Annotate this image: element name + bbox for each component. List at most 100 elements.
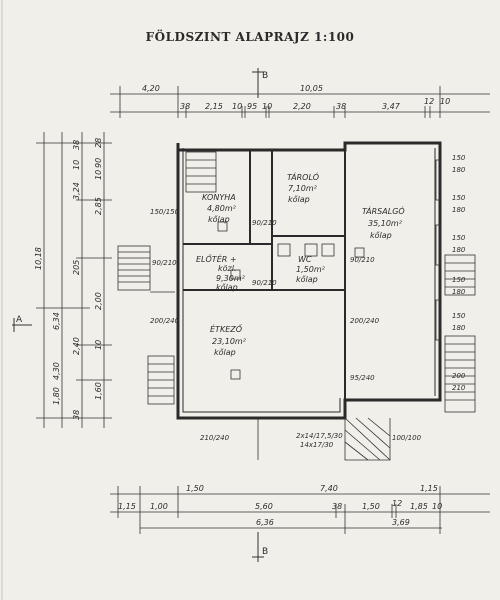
room-name2-eloter: közl. — [218, 264, 237, 273]
dim-top-7: 38 — [336, 102, 346, 111]
dim-left-a-1: 38 — [72, 140, 81, 150]
room-area-eloter: 9,30m² — [216, 274, 246, 283]
dim-bottom-1: 1,15 — [118, 502, 136, 511]
opening-6: 200/240 — [350, 317, 380, 325]
dim-right-8: 180 — [452, 288, 466, 296]
opening-5: 90/210 — [152, 259, 177, 267]
room-area-tarsalgo: 35,10m² — [368, 219, 403, 228]
dim-right-11: 200 — [452, 372, 466, 380]
dim-right-9: 150 — [452, 312, 466, 320]
kitchen-stair — [185, 151, 217, 193]
dim-right-10: 180 — [452, 324, 466, 332]
room-floor-wc: kőlap — [296, 275, 318, 284]
exterior-walls — [176, 141, 442, 420]
dim-top-5: 10 — [262, 102, 272, 111]
opening-4: 90/210 — [350, 256, 375, 264]
dim-top-6: 2,20 — [293, 102, 311, 111]
room-name-tarsalgo: TÁRSALGÓ — [362, 205, 405, 216]
room-area-tarolo: 7,10m² — [288, 184, 318, 193]
dim-bottom-7: 1,85 — [410, 502, 428, 511]
dim-top-4: 95 — [247, 102, 257, 111]
dim-bottom-6: 12 — [392, 499, 402, 508]
dim-left-mid-3: 1,80 — [52, 387, 61, 405]
opening-1: 150/150 — [150, 208, 180, 216]
dim-bottom-overall-2: 7,40 — [320, 484, 338, 493]
right-wall-windows — [435, 159, 441, 341]
dim-top-overall-2: 10,05 — [300, 84, 323, 93]
dim-left-b-2: 90 — [94, 158, 103, 168]
opening-3: 90/210 — [252, 279, 277, 287]
dim-left-a-2: 10 — [72, 160, 81, 170]
dim-left-a-6: 38 — [72, 410, 81, 420]
dim-left-b-4: 2,85 — [94, 197, 103, 215]
room-name-wc: WC — [298, 255, 312, 264]
dim-right-7: 150 — [452, 276, 466, 284]
dim-bottom-5: 1,50 — [362, 502, 380, 511]
stair-note-1: 2x14/17,5/30 — [296, 432, 343, 440]
bottom-dimension-chain — [110, 486, 490, 534]
wc-fixtures — [277, 243, 335, 257]
section-marker-bottom: B — [252, 532, 268, 562]
dim-left-b-6: 10 — [94, 340, 103, 350]
dim-right-3: 150 — [452, 194, 466, 202]
dim-top-overall-1: 4,20 — [142, 84, 160, 93]
dim-left-b-3: 10 — [94, 170, 103, 180]
dim-left-b-5: 2,00 — [94, 292, 103, 310]
dim-right-1: 150 — [452, 154, 466, 162]
opening-9: 210/240 — [200, 434, 230, 442]
dim-right-5: 150 — [452, 234, 466, 242]
bottom-spiral-stair — [257, 417, 391, 461]
room-name-eloter: ELŐTÉR + — [196, 253, 237, 264]
dim-bottom-total-1: 6,36 — [256, 518, 274, 527]
dim-top-8: 3,47 — [382, 102, 401, 111]
room-floor-tarsalgo: kőlap — [370, 231, 392, 240]
dim-right-12: 210 — [452, 384, 466, 392]
dim-top-9: 12 — [424, 97, 434, 106]
room-name-etkezo: ÉTKEZŐ — [210, 323, 243, 334]
dim-left-mid-2: 4,30 — [52, 362, 61, 380]
dim-bottom-3: 5,60 — [255, 502, 273, 511]
dim-left-a-5: 2,40 — [72, 337, 81, 355]
section-label-top: B — [262, 71, 268, 81]
section-marker-left: A — [12, 315, 32, 332]
dim-bottom-overall-1: 1,50 — [186, 484, 204, 493]
opening-8: 95/240 — [350, 374, 375, 382]
dim-left-a-3: 3,24 — [72, 182, 81, 200]
dim-left-b-7: 1,60 — [94, 382, 103, 400]
dim-right-4: 180 — [452, 206, 466, 214]
dim-top-1: 38 — [180, 102, 190, 111]
dim-bottom-total-2: 3,69 — [392, 518, 410, 527]
opening-10: 100/100 — [392, 434, 422, 442]
room-floor-etkezo: kőlap — [214, 348, 236, 357]
section-marker-top: B — [252, 68, 268, 98]
room-floor-konyha: kőlap — [208, 215, 230, 224]
dim-top-3: 10 — [232, 102, 242, 111]
section-label-left: A — [16, 315, 23, 325]
dim-bottom-2: 1,00 — [150, 502, 168, 511]
room-floor-tarolo: kőlap — [288, 195, 310, 204]
right-entry-stair — [444, 254, 476, 413]
dim-bottom-4: 38 — [332, 502, 342, 511]
dim-left-mid-1: 6,34 — [52, 312, 61, 330]
dim-bottom-8: 10 — [432, 502, 442, 511]
page-title: FÖLDSZINT ALAPRAJZ 1:100 — [145, 30, 355, 44]
dim-top-10: 10 — [440, 97, 450, 106]
room-area-wc: 1,50m² — [296, 265, 326, 274]
dim-bottom-overall-3: 1,15 — [420, 484, 438, 493]
section-label-bottom: B — [262, 547, 268, 557]
dim-left-a-4: 205 — [72, 260, 81, 275]
room-name-konyha: KONYHA — [202, 193, 236, 202]
room-area-etkezo: 23,10m² — [212, 337, 247, 346]
dim-left-b-1: 28 — [94, 138, 103, 148]
stair-note-2: 14x17/30 — [300, 441, 334, 449]
top-dimension-chain — [110, 86, 490, 118]
room-floor-eloter: kőlap — [216, 283, 238, 292]
left-dimension-chain — [36, 132, 112, 428]
interior-walls — [183, 150, 346, 400]
room-area-konyha: 4,80m² — [207, 204, 237, 213]
left-entry-stair — [117, 245, 175, 405]
dim-right-2: 180 — [452, 166, 466, 174]
dim-right-6: 180 — [452, 246, 466, 254]
opening-2: 90/210 — [252, 219, 277, 227]
